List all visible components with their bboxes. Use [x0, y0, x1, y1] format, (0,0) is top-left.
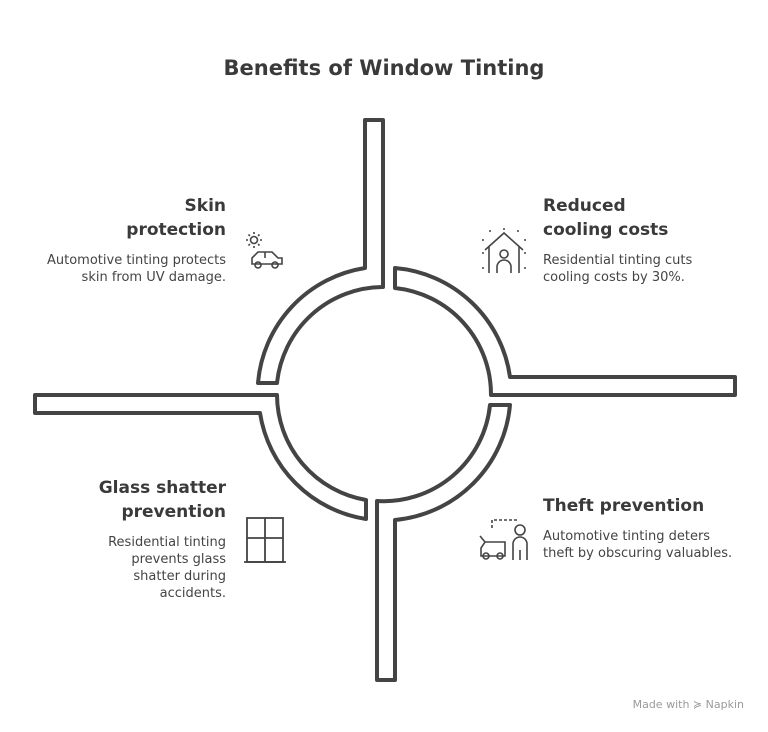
footer-made-with: Made with — [632, 698, 690, 711]
benefit-description: Automotive tinting deters theft by obscu… — [543, 529, 733, 561]
benefit-description: Automotive tinting protects skin from UV… — [47, 253, 226, 285]
benefit-reduced-cooling-costs: Reduced cooling costs Residential tintin… — [543, 194, 743, 286]
benefit-theft-prevention: Theft prevention Automotive tinting dete… — [543, 494, 743, 562]
benefit-heading: Skin protection — [126, 196, 226, 240]
quadrant-top-left — [256, 118, 385, 385]
diagram-title: Benefits of Window Tinting — [223, 56, 545, 80]
quadrant-bottom-left — [33, 393, 368, 521]
benefit-description: Residential tinting cuts cooling costs b… — [543, 253, 693, 285]
benefit-skin-protection: Skin protection Automotive tinting prote… — [26, 194, 226, 286]
car-person-icon — [479, 519, 528, 560]
footer-attribution: Made with ≽ Napkin — [633, 698, 744, 711]
quadrant-bottom-right — [375, 403, 512, 682]
house-person-icon — [482, 228, 526, 273]
quadrant-top-right — [393, 266, 737, 397]
benefit-heading: Glass shatter prevention — [98, 478, 226, 522]
benefit-heading: Theft prevention — [543, 496, 705, 516]
footer-brand: Napkin — [705, 698, 744, 711]
window-icon — [244, 517, 286, 563]
sun-car-icon — [246, 232, 283, 269]
napkin-logo-icon: ≽ — [692, 698, 703, 711]
benefit-description: Residential tinting prevents glass shatt… — [108, 535, 226, 601]
benefit-glass-shatter-prevention: Glass shatter prevention Residential tin… — [26, 476, 226, 602]
benefit-heading: Reduced cooling costs — [543, 196, 669, 240]
